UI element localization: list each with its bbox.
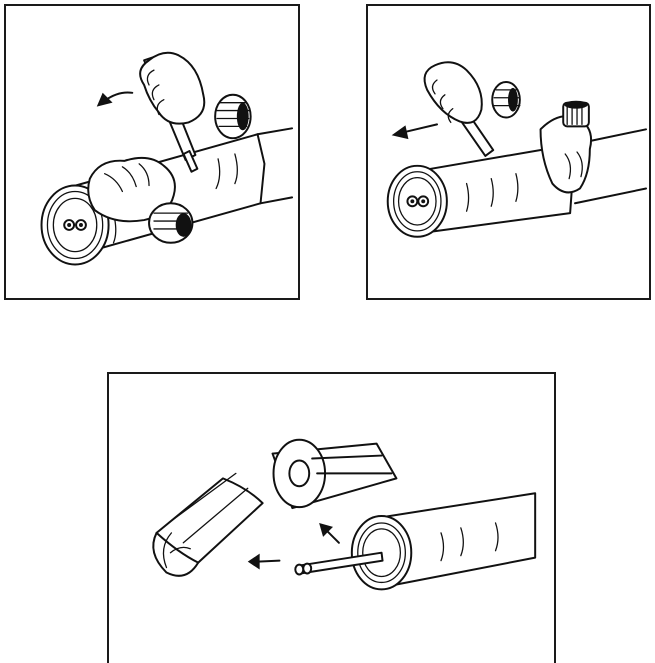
removed-outer-jacket: [153, 473, 262, 575]
step-3-panel: [107, 372, 556, 663]
gloved-hand-holding-knife: [425, 62, 520, 156]
step-1-illustration: [6, 6, 298, 298]
insulated-pipe-stripped: [352, 493, 535, 589]
step-2-panel: [366, 4, 651, 300]
insulated-pipe: [388, 129, 646, 236]
direction-arrow-up-left: [319, 523, 339, 543]
removed-foam-insulation: [273, 440, 397, 508]
step-2-illustration: [368, 6, 649, 298]
direction-arrow-left: [97, 92, 133, 106]
step-3-illustration: [109, 374, 554, 663]
direction-arrow-left: [392, 124, 437, 139]
step-1-panel: [4, 4, 300, 300]
direction-arrow-left: [248, 554, 280, 570]
